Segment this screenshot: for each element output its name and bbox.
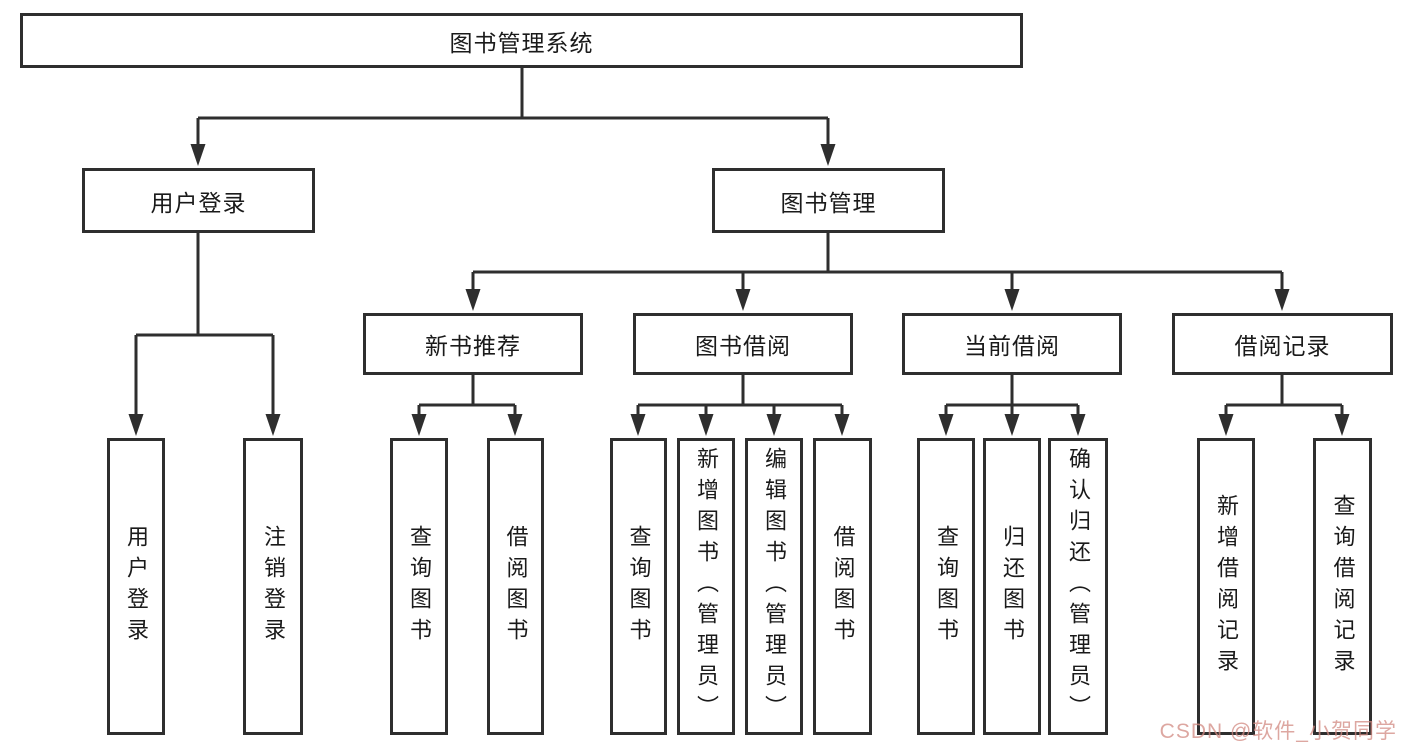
leaf-add-book-admin: 新增图书（管理员） [677, 438, 735, 735]
node-borrow-records: 借阅记录 [1172, 313, 1393, 375]
node-current-borrow: 当前借阅 [902, 313, 1122, 375]
leaf-edit-book-admin: 编辑图书（管理员） [745, 438, 803, 735]
node-label: 用户登录 [124, 524, 149, 649]
arrowhead-down-icon [128, 414, 144, 436]
arrowhead-down-icon [1218, 414, 1234, 436]
node-label: 图书借阅 [695, 333, 791, 359]
arrowhead-down-icon [465, 289, 481, 311]
node-book-borrow: 图书借阅 [633, 313, 853, 375]
arrowhead-down-icon [630, 414, 646, 436]
arrowhead-down-icon [698, 414, 714, 436]
leaf-logout: 注销登录 [243, 438, 303, 735]
arrowhead-down-icon [507, 414, 523, 436]
leaf-user-login: 用户登录 [107, 438, 165, 735]
node-label: 查询借阅记录 [1330, 493, 1356, 680]
leaf-add-borrow-record: 新增借阅记录 [1197, 438, 1255, 735]
arrowhead-down-icon [820, 144, 836, 166]
arrowhead-down-icon [938, 414, 954, 436]
node-user-login: 用户登录 [82, 168, 315, 233]
arrowhead-down-icon [411, 414, 427, 436]
arrowhead-down-icon [735, 289, 751, 311]
node-label: 新书推荐 [425, 333, 521, 359]
node-label: 借阅图书 [830, 524, 856, 649]
arrowhead-down-icon [766, 414, 782, 436]
node-label: 确认归还（管理员） [1066, 447, 1091, 726]
leaf-confirm-return-admin: 确认归还（管理员） [1048, 438, 1108, 735]
arrowhead-down-icon [1004, 414, 1020, 436]
node-label: 用户登录 [150, 189, 247, 216]
node-label: 新增图书（管理员） [694, 447, 719, 726]
node-label: 归还图书 [1000, 524, 1025, 649]
leaf-query-books-borrow: 查询图书 [610, 438, 667, 735]
arrowhead-down-icon [1004, 289, 1020, 311]
leaf-query-books-current: 查询图书 [917, 438, 975, 735]
arrowhead-down-icon [190, 144, 206, 166]
node-label: 新增借阅记录 [1214, 493, 1239, 680]
node-label: 编辑图书（管理员） [762, 447, 787, 726]
leaf-return-book: 归还图书 [983, 438, 1041, 735]
arrowhead-down-icon [265, 414, 281, 436]
node-label: 图书管理系统 [449, 29, 594, 56]
node-new-book-recommend: 新书推荐 [363, 313, 583, 375]
node-book-management: 图书管理 [712, 168, 945, 233]
node-label: 查询图书 [407, 524, 432, 649]
leaf-query-borrow-record: 查询借阅记录 [1313, 438, 1372, 735]
node-label: 查询图书 [934, 524, 959, 649]
node-library-system: 图书管理系统 [20, 13, 1023, 68]
leaf-borrow-books: 借阅图书 [813, 438, 872, 735]
leaf-borrow-books-recommend: 借阅图书 [487, 438, 544, 735]
node-label: 借阅记录 [1234, 333, 1331, 359]
arrowhead-down-icon [1274, 289, 1290, 311]
arrowhead-down-icon [834, 414, 850, 436]
node-label: 注销登录 [261, 524, 286, 649]
node-label: 当前借阅 [964, 333, 1060, 359]
arrowhead-down-icon [1334, 414, 1350, 436]
arrowhead-down-icon [1070, 414, 1086, 436]
leaf-query-books-recommend: 查询图书 [390, 438, 448, 735]
node-label: 借阅图书 [503, 524, 529, 649]
node-label: 图书管理 [780, 189, 877, 216]
node-label: 查询图书 [626, 524, 652, 649]
csdn-watermark: CSDN @软件_小贺同学 [1159, 720, 1397, 743]
